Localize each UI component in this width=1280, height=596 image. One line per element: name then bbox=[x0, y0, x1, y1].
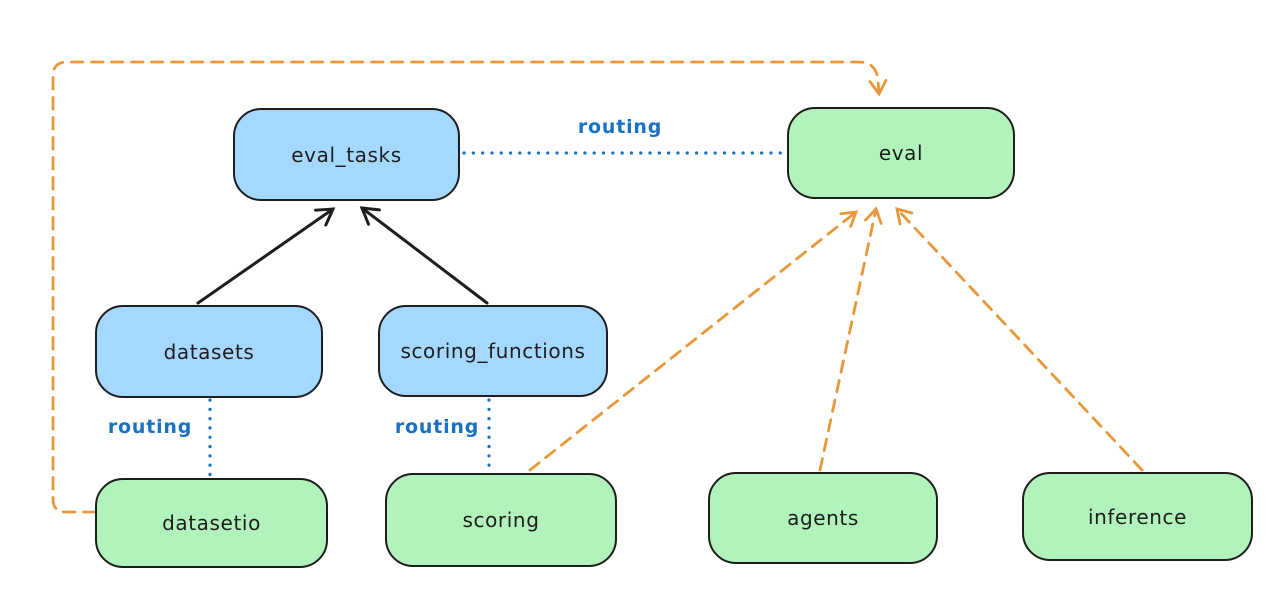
node-label-datasetio: datasetio bbox=[162, 511, 261, 535]
node-label-datasets: datasets bbox=[163, 339, 255, 364]
node-eval-tasks: eval_tasks bbox=[233, 108, 460, 201]
edge-label-routing-eval-tasks-eval: routing bbox=[577, 116, 663, 138]
node-datasetio: datasetio bbox=[95, 478, 328, 568]
node-inference: inference bbox=[1022, 472, 1253, 561]
edge-inference-to-eval bbox=[895, 207, 1144, 472]
edge-label-routing-datasets-datasetio: routing bbox=[107, 416, 193, 438]
node-label-scoring: scoring bbox=[462, 508, 540, 532]
edge-datasets-to-eval-tasks bbox=[196, 207, 336, 305]
node-label-eval: eval bbox=[878, 141, 924, 165]
node-datasets: datasets bbox=[95, 305, 323, 398]
edge-agents-to-eval bbox=[818, 206, 883, 472]
edge-scoring-to-eval bbox=[528, 210, 859, 472]
node-agents: agents bbox=[708, 472, 938, 564]
edge-label-routing-scoring-functions-scoring: routing bbox=[394, 416, 480, 438]
node-eval: eval bbox=[787, 107, 1015, 199]
node-label-eval-tasks: eval_tasks bbox=[291, 142, 402, 167]
edge-scoring-functions-to-eval-tasks bbox=[359, 206, 489, 305]
node-scoring: scoring bbox=[385, 473, 617, 567]
node-label-agents: agents bbox=[787, 506, 859, 530]
node-label-inference: inference bbox=[1087, 504, 1188, 529]
node-label-scoring-functions: scoring_functions bbox=[400, 339, 586, 363]
node-scoring-functions: scoring_functions bbox=[378, 305, 608, 397]
edge-datasetio-to-eval bbox=[51, 60, 888, 514]
